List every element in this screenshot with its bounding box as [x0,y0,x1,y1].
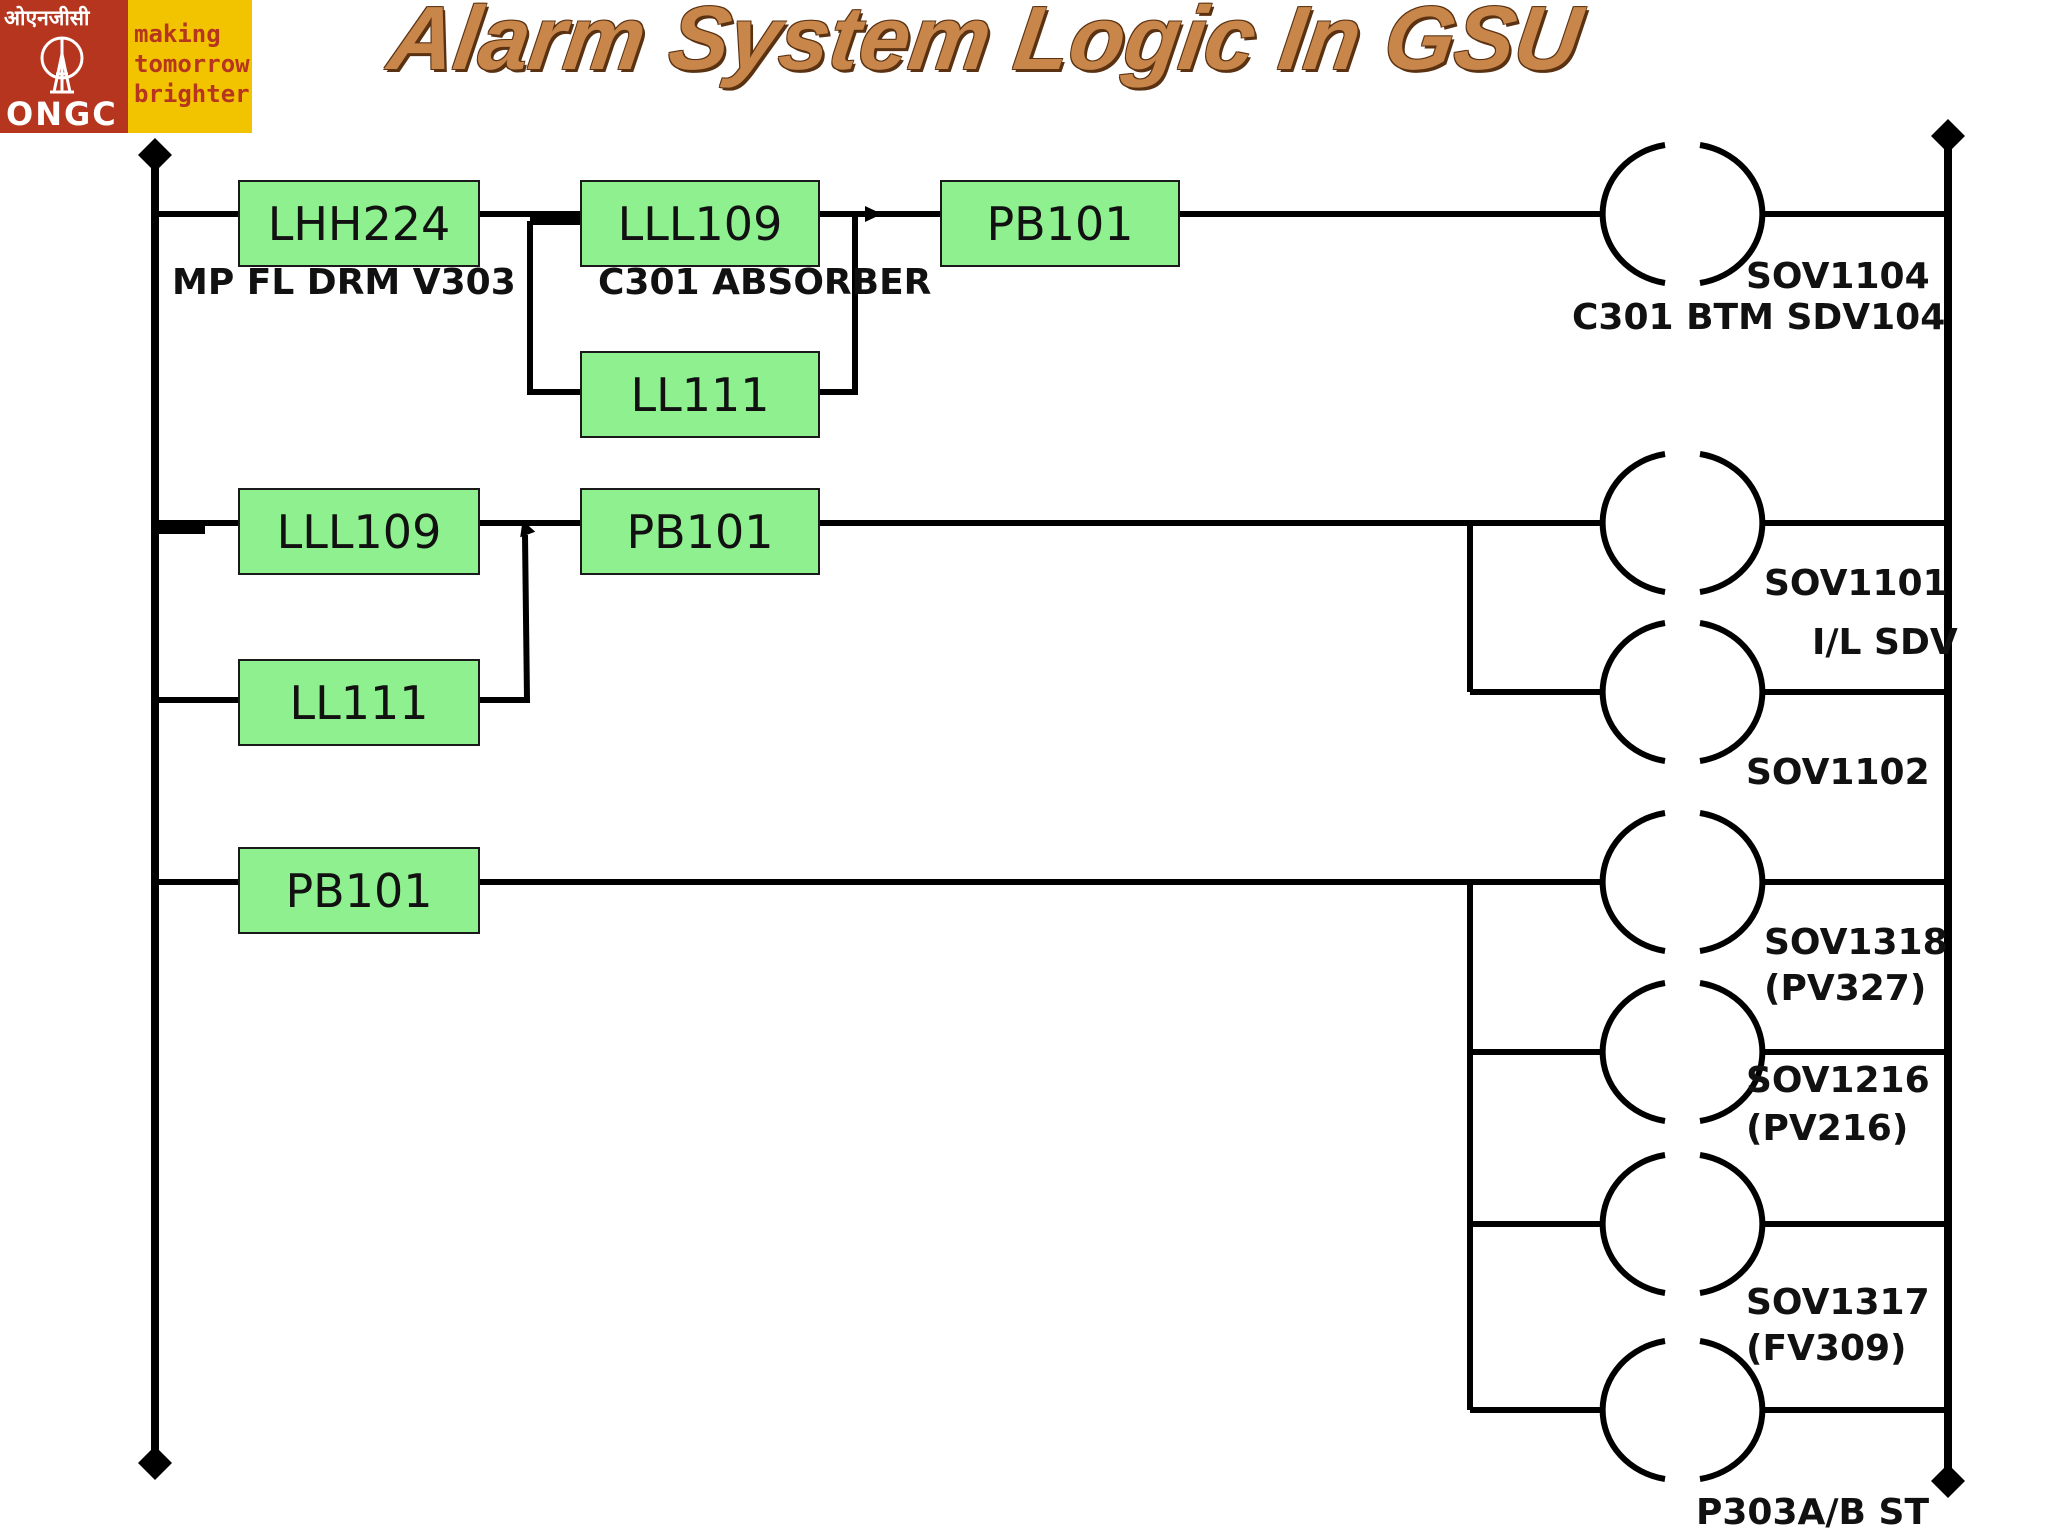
coil-sov1104 [1599,142,1766,286]
coil-p303ab [1599,1338,1766,1482]
left-rail-top-terminal [138,138,172,172]
label-sov1102: SOV1102 [1746,752,1930,793]
contact-pb101-rung1: PB101 [940,180,1180,267]
logo-tagline-2: tomorrow [134,50,250,78]
coil-sov1216 [1599,980,1766,1124]
logo-brand-text: ONGC [6,95,118,133]
rung-2-wires [155,520,1948,703]
logo-hindi-text: ओएनजीसी [4,6,90,30]
coil-sov1318 [1599,810,1766,954]
rung-3-wires [155,879,1948,1413]
right-rail-bottom-terminal [1931,1464,1965,1498]
rung-2-arrow [520,520,536,538]
label-mp-fl-drm: MP FL DRM V303 [172,262,516,303]
left-rail-bottom-terminal [138,1446,172,1480]
coil-sov1101 [1599,451,1766,595]
contact-pb101-rung2: PB101 [580,488,820,575]
rung-1-arrow [865,206,882,222]
contact-ll111-rung1: LL111 [580,351,820,438]
contact-lll109-rung2: LLL109 [238,488,480,575]
contact-lhh224: LHH224 [238,180,480,267]
ongc-emblem-icon [40,36,84,94]
label-pv327: (PV327) [1764,968,1927,1009]
label-fv309: (FV309) [1746,1328,1907,1369]
label-sov1104: SOV1104 [1746,256,1930,297]
label-p303ab-st: P303A/B ST [1696,1492,1929,1533]
label-sov1216: SOV1216 [1746,1060,1930,1101]
logo-red-panel: ओएनजीसी ONGC [0,0,128,133]
label-c301-btm-sdv104: C301 BTM SDV104 [1572,297,1946,338]
coil-sov1317 [1599,1152,1766,1296]
logo-yellow-panel [128,0,252,133]
logo-tagline-1: making [134,20,221,48]
contact-ll111-rung2: LL111 [238,659,480,746]
label-pv216: (PV216) [1746,1108,1909,1149]
logo-tagline-3: brighter [134,80,250,108]
right-rail-top-terminal [1931,119,1965,153]
rung-1-wires [155,211,1948,395]
label-sov1317: SOV1317 [1746,1282,1930,1323]
label-c301-absorber: C301 ABSORBER [598,262,932,303]
label-sov1101: SOV1101 [1764,563,1948,604]
coil-sov1102 [1599,620,1766,764]
ongc-logo: ओएनजीसी ONGC making tomorrow brighter [0,0,252,133]
contact-pb101-rung3: PB101 [238,847,480,934]
contact-lll109-rung1: LLL109 [580,180,820,267]
label-sov1318: SOV1318 [1764,922,1948,963]
label-il-sdv: I/L SDV [1812,622,1958,663]
